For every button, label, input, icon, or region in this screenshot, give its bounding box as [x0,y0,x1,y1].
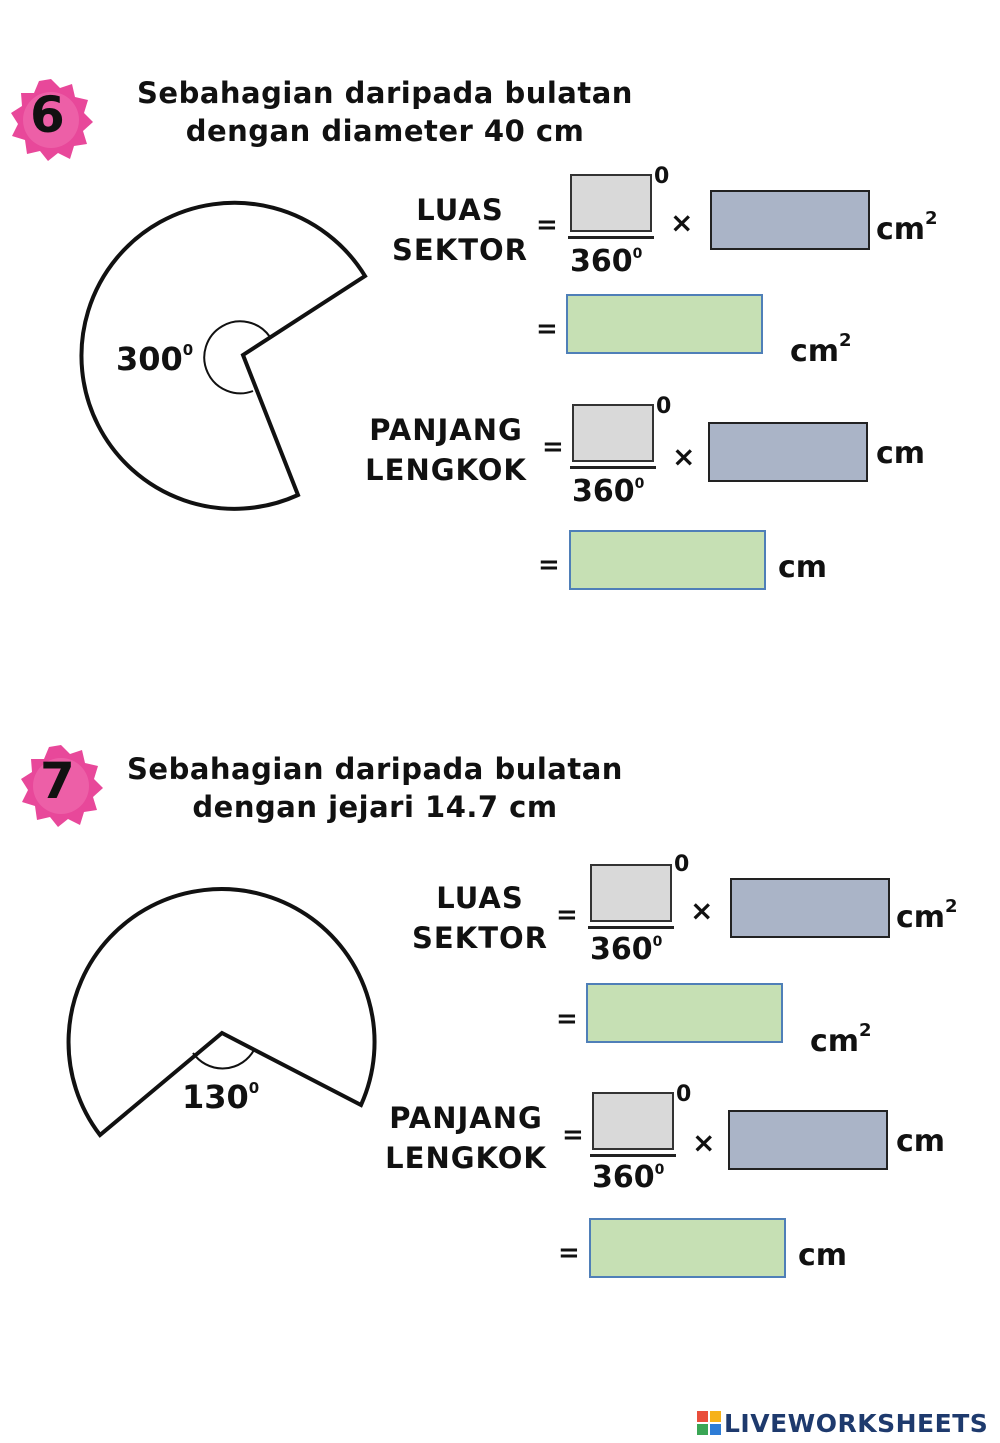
length-unit: cm [896,1124,946,1159]
area-result-input[interactable] [586,983,783,1043]
area-result-input[interactable] [566,294,763,354]
badge-flower-icon [21,745,103,827]
arc-factor-input[interactable] [728,1110,888,1170]
equals-sign: = [562,1120,584,1150]
title-line-2: dengan diameter 40 cm [185,114,585,148]
area-unit: cm2 [896,896,958,935]
area-unit: cm2 [876,208,938,247]
liveworksheets-logo: LIVEWORKSHEETS [696,1406,988,1440]
problem-number: 7 [40,752,75,810]
problem-number: 6 [30,86,65,144]
area-label: LUAS SEKTOR [392,193,528,267]
arc-angle-input[interactable] [572,404,654,462]
arc-label: PANJANG LENGKOK [385,1101,547,1175]
length-unit: cm [798,1238,848,1273]
equals-sign: = [556,1004,578,1034]
degree-mark: 0 [654,164,670,189]
times-sign: × [690,894,714,927]
logo-blocks-icon [697,1411,721,1435]
problem-title: Sebahagian daripada bulatan dengan diame… [130,74,640,150]
equals-sign: = [536,314,558,344]
title-line-1: Sebahagian daripada bulatan [137,76,633,110]
length-unit: cm [778,550,828,585]
area-factor-input[interactable] [730,878,890,938]
denominator: 3600 [570,244,643,279]
area-unit: cm2 [810,1020,872,1059]
area-factor-input[interactable] [710,190,870,250]
degree-mark: 0 [674,852,690,877]
title-line-1: Sebahagian daripada bulatan [127,752,623,786]
area-angle-input[interactable] [590,864,672,922]
arc-angle-input[interactable] [592,1092,674,1150]
area-unit: cm2 [790,330,852,369]
sector-diagram [66,887,377,1138]
area-angle-input[interactable] [570,174,652,232]
denominator: 3600 [592,1160,665,1195]
sector-diagram [79,200,368,511]
denominator: 3600 [572,474,645,509]
equals-sign: = [536,210,558,240]
arc-result-input[interactable] [589,1218,786,1278]
equals-sign: = [538,550,560,580]
fraction-line [588,926,674,929]
angle-label: 3000 [116,340,194,378]
times-sign: × [692,1126,716,1159]
arc-label: PANJANG LENGKOK [365,413,527,487]
fraction-line [590,1154,676,1157]
times-sign: × [672,440,696,473]
angle-label: 1300 [182,1078,260,1116]
badge-flower-icon [11,79,93,161]
length-unit: cm [876,436,926,471]
equals-sign: = [542,432,564,462]
denominator: 3600 [590,932,663,967]
fraction-line [568,236,654,239]
equals-sign: = [556,900,578,930]
area-label: LUAS SEKTOR [412,881,548,955]
degree-mark: 0 [656,394,672,419]
brand-text: LIVEWORKSHEETS [724,1408,989,1438]
fraction-line [570,466,656,469]
equals-sign: = [558,1238,580,1268]
arc-result-input[interactable] [569,530,766,590]
title-line-2: dengan jejari 14.7 cm [192,790,558,824]
problem-title: Sebahagian daripada bulatan dengan jejar… [120,750,630,826]
arc-factor-input[interactable] [708,422,868,482]
times-sign: × [670,206,694,239]
degree-mark: 0 [676,1082,692,1107]
